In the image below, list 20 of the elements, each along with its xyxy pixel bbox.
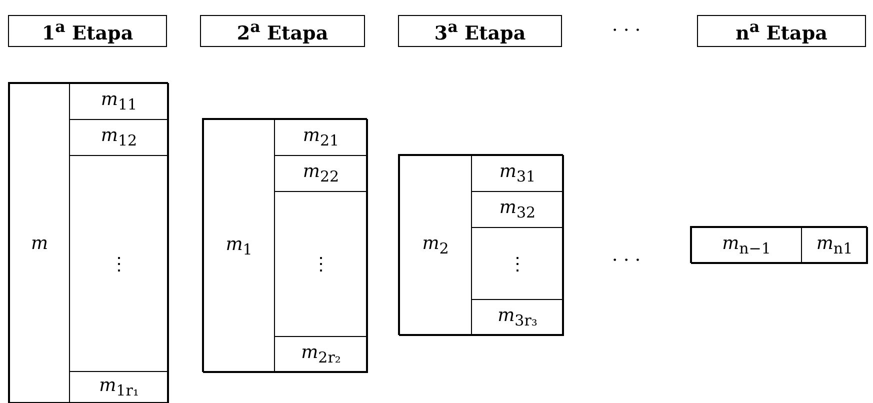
- stage-label: 1$^{a}$ Etapa: [8, 15, 167, 47]
- table-cell: m$_{31}$: [471, 155, 564, 192]
- table: [690, 226, 867, 263]
- table-cell: m$_{1}$: [203, 119, 275, 373]
- ellipsis-text: · · ·: [612, 250, 641, 271]
- table-cell: m: [9, 83, 70, 403]
- table-cell: m$_{2r₂}$: [274, 336, 368, 373]
- table-cell: m$_{21}$: [274, 119, 368, 156]
- table: [202, 118, 367, 372]
- table-cell: m$_{3r₃}$: [471, 299, 564, 336]
- table-cell: m$_{n−1}$: [691, 227, 802, 264]
- table: [8, 82, 168, 403]
- stage-label: 2$^{a}$ Etapa: [200, 15, 365, 47]
- ellipsis-text: · · ·: [612, 20, 641, 41]
- table-cell: m$_{11}$: [69, 83, 169, 120]
- table-cell: m$_{n1}$: [801, 227, 868, 264]
- table-cell: m$_{2}$: [399, 155, 472, 336]
- stage-label: n$^{a}$ Etapa: [697, 15, 866, 47]
- table: [398, 154, 563, 335]
- stage-label: 3$^{a}$ Etapa: [398, 15, 562, 47]
